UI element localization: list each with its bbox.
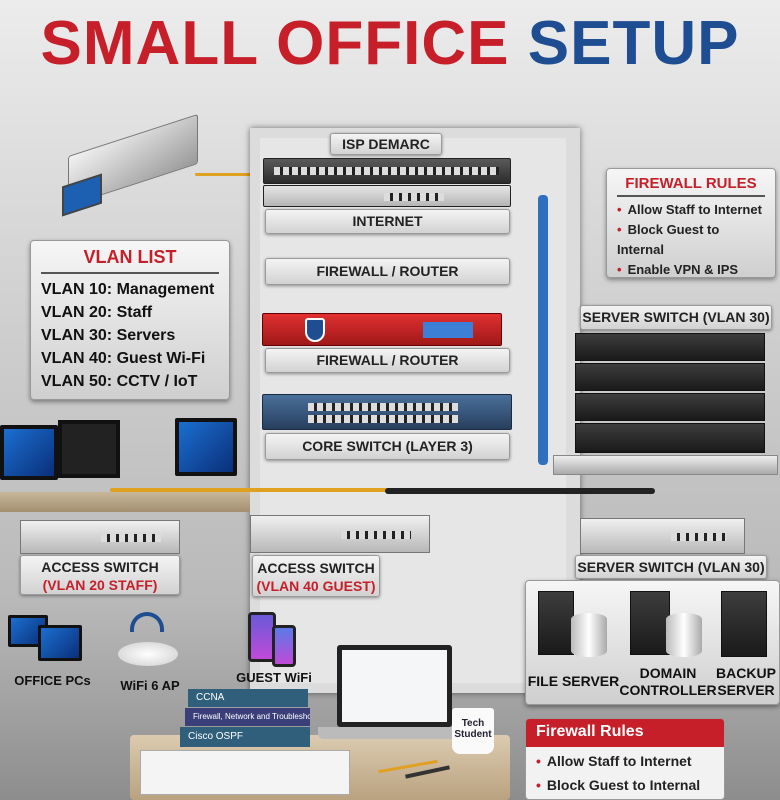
laptop-base xyxy=(318,727,468,739)
rule-item: Block Guest to Internal xyxy=(617,220,765,260)
domain-controller-icon xyxy=(630,591,670,655)
server-switch-device xyxy=(580,518,745,554)
office-desk xyxy=(0,492,250,512)
open-notebook xyxy=(140,750,350,795)
book: Firewall, Network and Troubleshooting xyxy=(185,708,310,726)
server-switch-label-top: SERVER SWITCH (VLAN 30) xyxy=(580,305,772,330)
vlan-item: VLAN 50: CCTV / IoT xyxy=(41,373,198,390)
blue-cable-bundle xyxy=(538,195,548,465)
monitor xyxy=(58,420,120,478)
vlan-list-heading: VLAN LIST xyxy=(41,247,219,274)
firewall-rules-heading: FIREWALL RULES xyxy=(617,175,765,197)
vlan-item: VLAN 40: Guest Wi-Fi xyxy=(41,350,206,367)
isp-demarc-label: ISP DEMARC xyxy=(330,133,442,155)
black-cable xyxy=(385,488,655,494)
monitor xyxy=(0,425,58,480)
server-shelf xyxy=(553,455,778,475)
file-server-icon xyxy=(538,591,574,655)
access-switch-guest-device xyxy=(250,515,430,553)
rule-item: Block Guest to Internal xyxy=(526,773,724,797)
firewall-router-label-top: FIREWALL / ROUTER xyxy=(265,258,510,285)
access-switch-staff-label: ACCESS SWITCH (VLAN 20 STAFF) xyxy=(20,555,180,595)
access-switch-staff-device xyxy=(20,520,180,554)
isp-switch xyxy=(263,185,511,207)
page-title: SMALL OFFICE SETUP xyxy=(40,9,740,78)
database-icon xyxy=(571,613,607,657)
wifi-icon xyxy=(130,612,164,632)
rack-server xyxy=(575,363,765,391)
patch-panel xyxy=(263,158,511,184)
orange-cable xyxy=(110,488,390,492)
internet-label: INTERNET xyxy=(265,209,510,234)
office-pcs-icon xyxy=(38,625,82,661)
rule-item: Enable VPN & IPS xyxy=(617,260,765,280)
book: Cisco OSPF xyxy=(180,727,310,747)
shield-icon xyxy=(305,318,325,342)
database-icon xyxy=(666,613,702,657)
rack-server xyxy=(575,393,765,421)
backup-server-icon xyxy=(721,591,767,657)
firewall-rules-panel: FIREWALL RULES Allow Staff to Internet B… xyxy=(606,168,776,278)
laptop-screen xyxy=(337,645,452,727)
access-switch-guest-label: ACCESS SWITCH (VLAN 40 GUEST) xyxy=(252,555,380,597)
rack-server xyxy=(575,333,765,361)
vlan-list-panel: VLAN LIST VLAN 10: Management VLAN 20: S… xyxy=(30,240,230,400)
firewall-device xyxy=(262,313,502,346)
vlan-item: VLAN 20: Staff xyxy=(41,304,153,321)
rule-item: Allow Staff to Internet xyxy=(526,749,724,773)
server-switch-label-bottom: SERVER SWITCH (VLAN 30) xyxy=(575,555,767,579)
tech-mug: Tech Student xyxy=(452,708,494,754)
core-switch-device xyxy=(262,394,512,430)
guest-wifi-label: GUEST WiFi xyxy=(236,670,312,685)
firewall-rules-card-heading: Firewall Rules xyxy=(526,719,724,747)
firewall-router-label: FIREWALL / ROUTER xyxy=(265,348,510,373)
book: CCNA xyxy=(188,689,308,707)
vlan-item: VLAN 10: Management xyxy=(41,281,215,298)
phone-icon xyxy=(272,625,296,667)
fiber-cable xyxy=(195,173,285,176)
rack-server xyxy=(575,423,765,453)
wifi-ap-label: WiFi 6 AP xyxy=(120,678,180,693)
rule-item: Allow Staff to Internet xyxy=(617,200,765,220)
vlan-item: VLAN 30: Servers xyxy=(41,327,176,344)
firewall-rules-card: Firewall Rules Allow Staff to Internet B… xyxy=(525,718,725,800)
file-server-label: FILE SERVER xyxy=(527,673,620,689)
monitor xyxy=(175,418,237,476)
office-pcs-label: OFFICE PCs xyxy=(14,673,91,688)
wifi-access-point xyxy=(118,642,178,666)
core-switch-label: CORE SWITCH (LAYER 3) xyxy=(265,433,510,460)
lcd-display xyxy=(423,322,473,338)
